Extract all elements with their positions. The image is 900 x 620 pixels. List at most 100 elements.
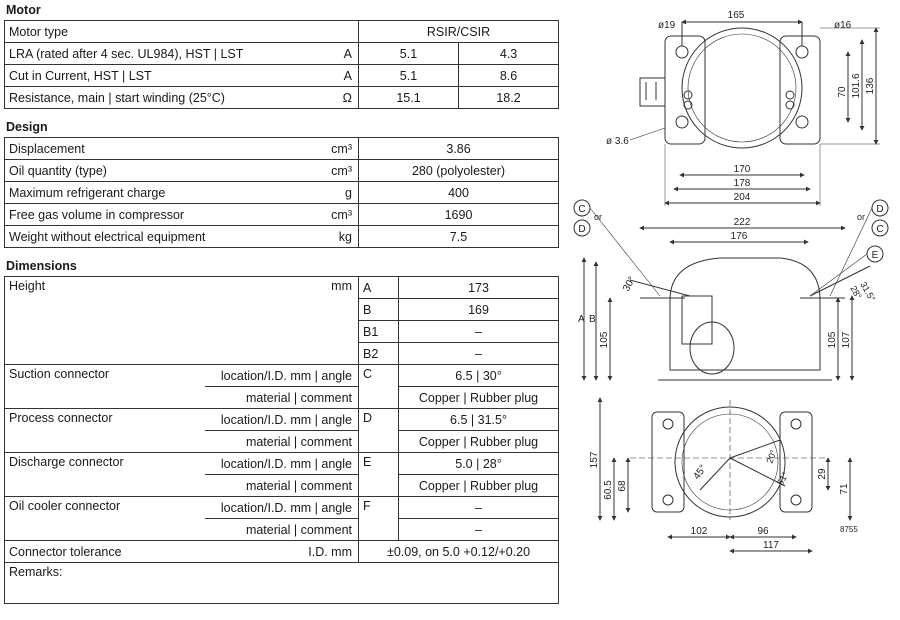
label-170: 170 <box>734 164 751 175</box>
height-label: Height <box>4 276 205 365</box>
row-value: 5.1 <box>358 64 459 87</box>
row-unit: cm³ <box>290 159 359 182</box>
table-row: Connector tolerance I.D. mm ±0.09, on 5.… <box>4 540 559 563</box>
tolerance-unit: I.D. mm <box>204 540 359 563</box>
spec-sheet: Motor Motor type RSIR/CSIR LRA (rated af… <box>4 0 560 604</box>
connector-value: 5.0 | 28° <box>398 452 559 475</box>
remarks-label: Remarks: <box>4 562 559 604</box>
tolerance-value: ±0.09, on 5.0 +0.12/+0.20 <box>358 540 559 563</box>
label-or-right: or <box>857 212 865 222</box>
row-unit: g <box>290 181 359 204</box>
dim-code: A <box>358 276 399 299</box>
table-row: Displacement cm³ 3.86 <box>4 137 559 160</box>
table-row: Remarks: <box>4 562 559 604</box>
label-51deg: 51° <box>775 470 791 487</box>
motor-section-title: Motor <box>6 3 41 17</box>
connector-unit: material | comment <box>204 474 359 497</box>
table-row: Free gas volume in compressor cm³ 1690 <box>4 203 559 226</box>
table-row: material | comment Copper | Rubber plug <box>5 386 559 409</box>
label-1016: 101.6 <box>851 73 862 98</box>
table-row: Oil quantity (type) cm³ 280 (polyolester… <box>4 159 559 182</box>
row-value: 8.6 <box>457 64 560 87</box>
connector-unit: material | comment <box>204 430 359 453</box>
label-d19: ø19 <box>658 20 676 31</box>
table-row: material | comment Copper | Rubber plug <box>5 430 559 453</box>
compressor-drawing: ø19 165 ø16 ø 3.6 70 101.6 136 170 178 2… <box>573 10 889 554</box>
top-view <box>629 19 880 206</box>
row-value: 280 (polyolester) <box>358 159 559 182</box>
label-45deg: 45° <box>691 463 709 482</box>
table-row: LRA (rated after 4 sec. UL984), HST | LS… <box>4 42 560 65</box>
callout-d: D <box>578 224 585 235</box>
label-176: 176 <box>731 231 748 242</box>
design-section-title: Design <box>6 120 48 134</box>
label-165: 165 <box>728 10 745 21</box>
connector-code: D <box>358 408 399 453</box>
callout-e: E <box>872 250 879 261</box>
table-row: Discharge connector location/I.D. mm | a… <box>4 452 559 497</box>
row-unit: cm³ <box>290 203 359 226</box>
table-row: Weight without electrical equipment kg 7… <box>4 225 559 248</box>
connector-value: Copper | Rubber plug <box>398 386 559 409</box>
row-value: 7.5 <box>358 225 559 248</box>
connector-code: F <box>358 496 399 541</box>
label-d36: ø 3.6 <box>606 136 629 147</box>
dim-value: 173 <box>398 276 559 299</box>
dim-code: B2 <box>358 342 399 365</box>
label-or-left: or <box>594 212 602 222</box>
drawing-ref-number: 8755 <box>840 525 858 534</box>
table-row: material | comment Copper | Rubber plug <box>5 474 559 497</box>
row-value: 3.86 <box>358 137 559 160</box>
label-136: 136 <box>865 77 876 94</box>
connector-unit: material | comment <box>204 518 359 541</box>
label-30deg: 30° <box>621 275 638 294</box>
motor-type-label: Motor type <box>4 20 359 43</box>
dimensions-table: Height mm A 173 B 169 B1 – B2 – Suction … <box>4 276 559 604</box>
label-605: 60.5 <box>603 480 614 500</box>
connector-label: Process connector <box>4 408 205 453</box>
row-unit: cm³ <box>290 137 359 160</box>
dim-value: – <box>398 320 559 343</box>
connector-label: Oil cooler connector <box>4 496 205 541</box>
label-a: A <box>578 314 585 325</box>
row-label: Weight without electrical equipment <box>4 225 291 248</box>
label-29: 29 <box>817 468 828 480</box>
connector-value: – <box>398 518 559 541</box>
connector-unit: location/I.D. mm | angle <box>204 496 359 519</box>
callout-c: C <box>578 204 585 215</box>
connector-unit: material | comment <box>204 386 359 409</box>
connector-value: – <box>398 496 559 519</box>
table-row: Maximum refrigerant charge g 400 <box>4 181 559 204</box>
table-row: Process connector location/I.D. mm | ang… <box>4 408 559 453</box>
row-label: Resistance, main | start winding (25°C) <box>4 86 291 109</box>
label-70: 70 <box>837 86 848 98</box>
connector-label: Suction connector <box>4 364 205 409</box>
table-row: Motor type RSIR/CSIR <box>4 20 560 43</box>
connector-code: E <box>358 452 399 497</box>
label-178: 178 <box>734 178 751 189</box>
row-label: LRA (rated after 4 sec. UL984), HST | LS… <box>4 42 291 65</box>
table-row: Suction connector location/I.D. mm | ang… <box>4 364 559 409</box>
row-value: 18.2 <box>457 86 560 109</box>
label-105-left: 105 <box>599 331 610 348</box>
connector-label: Discharge connector <box>4 452 205 497</box>
row-label: Maximum refrigerant charge <box>4 181 291 204</box>
label-117: 117 <box>763 540 779 551</box>
label-d16: ø16 <box>834 20 852 31</box>
table-row: Cut in Current, HST | LST A 5.1 8.6 <box>4 64 560 87</box>
label-157: 157 <box>589 451 600 468</box>
label-96: 96 <box>757 526 769 537</box>
dimensions-section-title: Dimensions <box>6 259 77 273</box>
row-label: Free gas volume in compressor <box>4 203 291 226</box>
row-value: 1690 <box>358 203 559 226</box>
label-204: 204 <box>734 192 751 203</box>
dim-value: – <box>398 342 559 365</box>
motor-type-value: RSIR/CSIR <box>357 20 560 43</box>
connector-value: 6.5 | 31.5° <box>398 408 559 431</box>
label-107: 107 <box>841 331 852 348</box>
connector-code: C <box>358 364 399 409</box>
row-unit: kg <box>290 225 359 248</box>
connector-unit: location/I.D. mm | angle <box>204 452 359 475</box>
table-row: Resistance, main | start winding (25°C) … <box>4 86 560 109</box>
label-68: 68 <box>617 480 628 492</box>
